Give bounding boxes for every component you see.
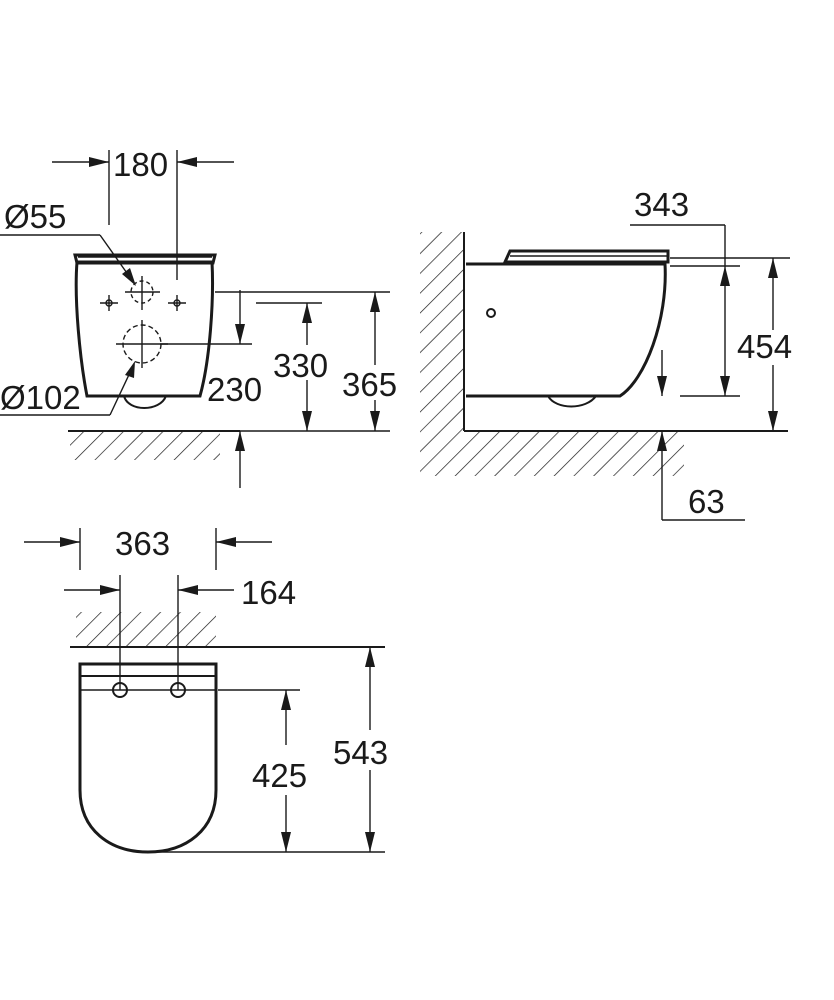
- top-wall-hatch: [76, 612, 216, 646]
- dim-63: 63: [688, 483, 725, 520]
- side-outlet: [547, 395, 597, 408]
- side-seat-lid: [502, 249, 670, 264]
- dim-230: 230: [207, 371, 262, 408]
- dim-343: 343: [634, 186, 689, 223]
- side-wall-hatch: [420, 232, 464, 476]
- side-fixing-hole: [486, 308, 496, 318]
- side-bowl-outline: [466, 262, 667, 398]
- dim-543: 543: [333, 734, 388, 771]
- dim-330: 330: [273, 347, 328, 384]
- top-seat-outline: [78, 662, 218, 854]
- front-floor-hatch: [70, 432, 220, 460]
- dim-180: 180: [113, 146, 168, 183]
- front-seat-lid: [73, 253, 217, 265]
- front-bowl-outline: [74, 260, 214, 398]
- front-outlet: [123, 395, 167, 409]
- dim-454: 454: [737, 328, 792, 365]
- dim-363: 363: [115, 525, 170, 562]
- dim-164: 164: [241, 574, 296, 611]
- side-floor-hatch: [464, 432, 684, 476]
- dim-d102: Ø102: [0, 379, 81, 416]
- dim-d55: Ø55: [4, 198, 66, 235]
- top-view: 363 164 425 543: [24, 525, 388, 854]
- dim-425: 425: [252, 757, 307, 794]
- dim-365: 365: [342, 366, 397, 403]
- front-view: 180 Ø55 Ø102 230 330 365: [0, 146, 397, 488]
- side-view: 343 454 63: [420, 186, 792, 521]
